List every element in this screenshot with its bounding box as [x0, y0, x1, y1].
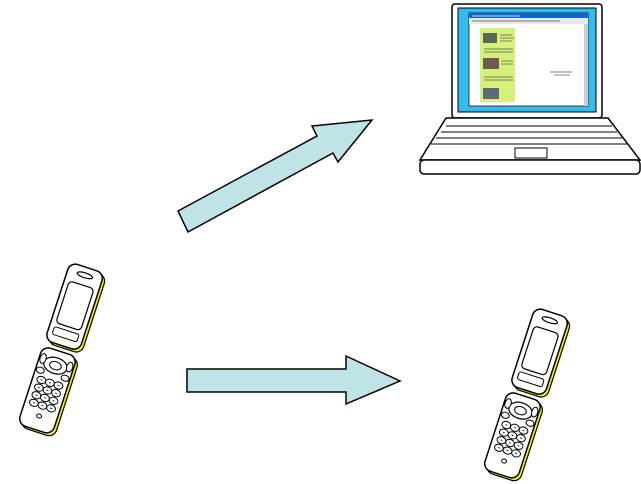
- block-arrow-icon: [187, 356, 400, 404]
- laptop: [420, 4, 640, 174]
- sender-phone: [17, 262, 107, 438]
- receiver-phone: [482, 307, 572, 483]
- block-arrow-icon: [178, 120, 372, 232]
- arrow-to-laptop: [178, 120, 372, 232]
- flip-phone-icon: [17, 262, 107, 438]
- laptop-icon: [420, 4, 640, 174]
- arrow-to-phone: [187, 356, 400, 404]
- webpage-screenshot: [469, 13, 588, 106]
- flip-phone-icon: [482, 307, 572, 483]
